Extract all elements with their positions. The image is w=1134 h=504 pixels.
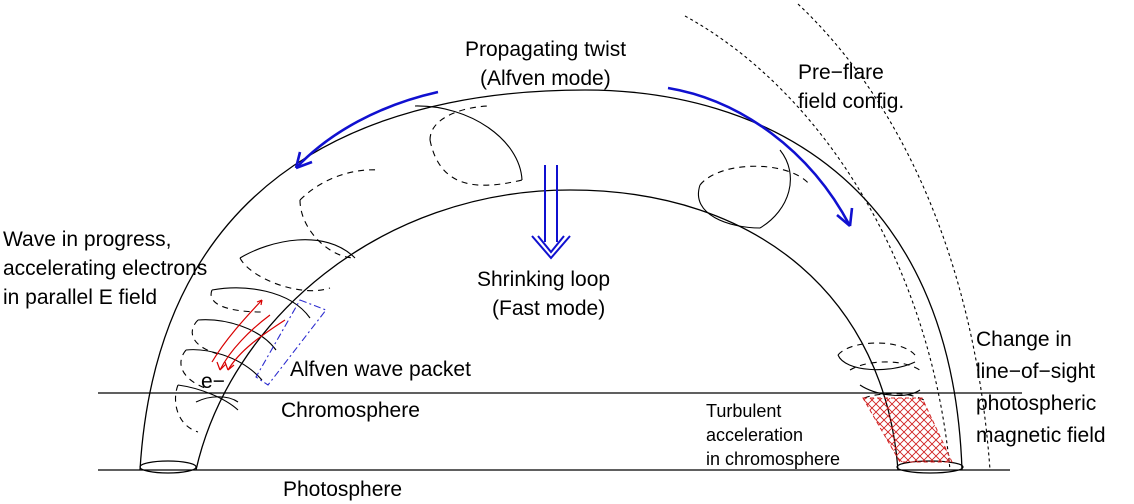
turbulent-label-line1: Turbulent	[706, 401, 781, 421]
wave-label-line3: in parallel E field	[3, 286, 157, 309]
turbulent-label-line2: acceleration	[706, 425, 803, 445]
change-label-line1: Change in	[976, 328, 1072, 351]
loop-outer-edge	[139, 89, 963, 471]
change-label-line2: line−of−sight	[976, 360, 1095, 383]
twist-label-line2: (Alfven mode)	[480, 67, 611, 90]
turbulent-hatch-region	[862, 397, 953, 463]
change-label-line3: photospheric	[976, 392, 1096, 415]
electron-label: e−	[201, 370, 225, 393]
loop-inner-edge	[195, 189, 899, 471]
turbulent-label-line3: in chromosphere	[706, 449, 840, 469]
preflare-label-line2: field config.	[798, 90, 904, 113]
alfven-packet-box	[255, 299, 327, 386]
twist-arrow-left	[295, 90, 439, 169]
right-footpoint	[896, 460, 964, 474]
twist-arrow-left-head	[294, 151, 313, 170]
twist-arrow-right	[667, 86, 852, 227]
twist-arrow-right-head	[836, 207, 854, 227]
chromosphere-label: Chromosphere	[281, 399, 420, 422]
alfven-packet-label: Alfven wave packet	[290, 358, 471, 381]
shrinking-arrow	[531, 165, 571, 260]
left-footpoint	[139, 460, 197, 474]
electron-arrows	[211, 299, 286, 371]
shrinking-label-line1: Shrinking loop	[477, 268, 610, 291]
twist-rings	[175, 105, 925, 433]
wave-label-line2: accelerating electrons	[3, 257, 207, 280]
photosphere-label: Photosphere	[283, 478, 402, 501]
preflare-label-line1: Pre−flare	[798, 61, 884, 84]
wave-label-line1: Wave in progress,	[3, 228, 171, 251]
twist-label-line1: Propagating twist	[465, 38, 626, 61]
shrinking-label-line2: (Fast mode)	[492, 297, 605, 320]
change-label-line4: magnetic field	[976, 424, 1106, 447]
